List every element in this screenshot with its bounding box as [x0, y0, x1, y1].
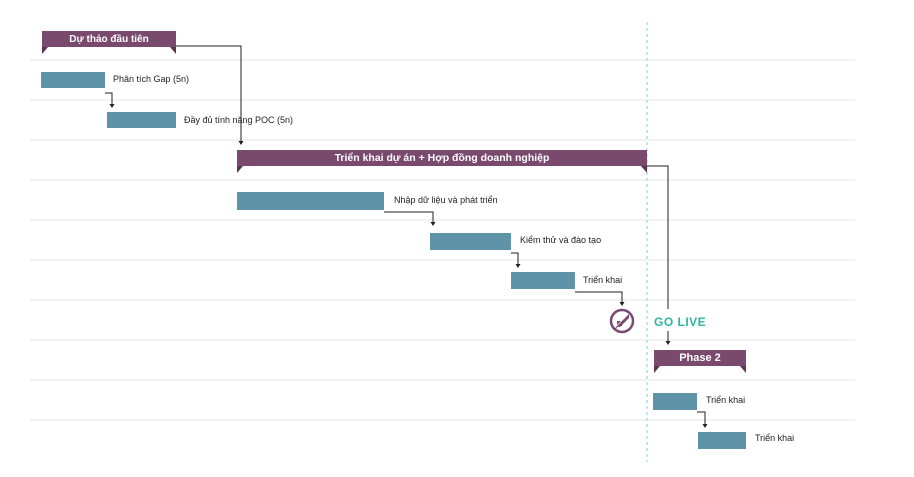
- arrow-import-to-testing: [430, 222, 436, 226]
- phase-banner-project-deployment-fold-right: [641, 166, 647, 173]
- connector-phase2-task-1-to-2: [697, 411, 706, 424]
- rocket-fin-right: [618, 322, 622, 326]
- rocket-body: [616, 314, 629, 327]
- phase-banner-phase-2-fold-right: [740, 366, 746, 373]
- connector-import-to-testing: [384, 211, 434, 222]
- task-bar-5: [511, 272, 575, 289]
- arrow-go-live-to-phase-2: [665, 341, 671, 345]
- phase-label-first-draft: Dự thảo đầu tiên: [69, 33, 149, 45]
- connector-deployment-to-go-live: [647, 165, 669, 309]
- phase-banner-project-deployment-band: [237, 150, 647, 166]
- phase-banner-phase-2-band: [654, 350, 746, 366]
- arrow-phase2-task-1-to-2: [702, 424, 708, 428]
- phase-banner-first-draft-fold-right: [170, 47, 176, 54]
- phase-banner-project-deployment-fold-left: [237, 166, 243, 173]
- phase-banner-first-draft-band: [42, 31, 176, 47]
- task-label-deploy-2: Triển khai: [706, 395, 746, 405]
- grid-lines: [30, 59, 855, 421]
- task-bar-2: [107, 112, 176, 128]
- phase-banner-first-draft-fold-left: [42, 47, 48, 54]
- task-bar-3: [237, 192, 384, 210]
- task-label-deploy-3: Triển khai: [755, 433, 795, 443]
- phase-label-phase-2: Phase 2: [679, 352, 721, 364]
- rocket-flame: [615, 326, 618, 329]
- phase-label-project-deployment: Triển khai dự án + Hợp đồng doanh nghiệp: [334, 152, 550, 164]
- task-label-data-import: Nhập dữ liệu và phát triển: [394, 195, 498, 205]
- task-label-deploy-1: Triển khai: [583, 275, 623, 285]
- connector-first-draft-to-deployment: [176, 45, 242, 141]
- task-bar-7: [698, 432, 746, 449]
- connector-testing-to-deploy: [511, 252, 519, 264]
- arrow-deploy-to-rocket: [619, 302, 625, 306]
- task-label-poc: Đầy đủ tính năng POC (5n): [184, 115, 294, 125]
- arrow-first-draft-to-deployment: [238, 141, 244, 145]
- arrow-testing-to-deploy: [515, 264, 521, 268]
- task-bar-6: [653, 393, 697, 410]
- phase-banner-phase-2-fold-left: [654, 366, 660, 373]
- go-live-label: GO LIVE: [654, 315, 707, 329]
- task-label-gap-analysis: Phân tích Gap (5n): [113, 74, 190, 84]
- rocket-fin-left: [617, 321, 621, 325]
- arrow-gap-to-poc: [109, 104, 115, 108]
- task-label-testing: Kiểm thử và đào tạo: [520, 235, 602, 245]
- task-bar-1: [41, 72, 105, 88]
- task-bar-4: [430, 233, 511, 250]
- task-bars: [41, 72, 746, 449]
- connector-gap-to-poc: [105, 92, 113, 104]
- connector-deploy-to-rocket: [575, 291, 623, 302]
- connectors: [105, 45, 708, 428]
- rocket-icon: [609, 308, 635, 334]
- phase-banners: [42, 31, 746, 373]
